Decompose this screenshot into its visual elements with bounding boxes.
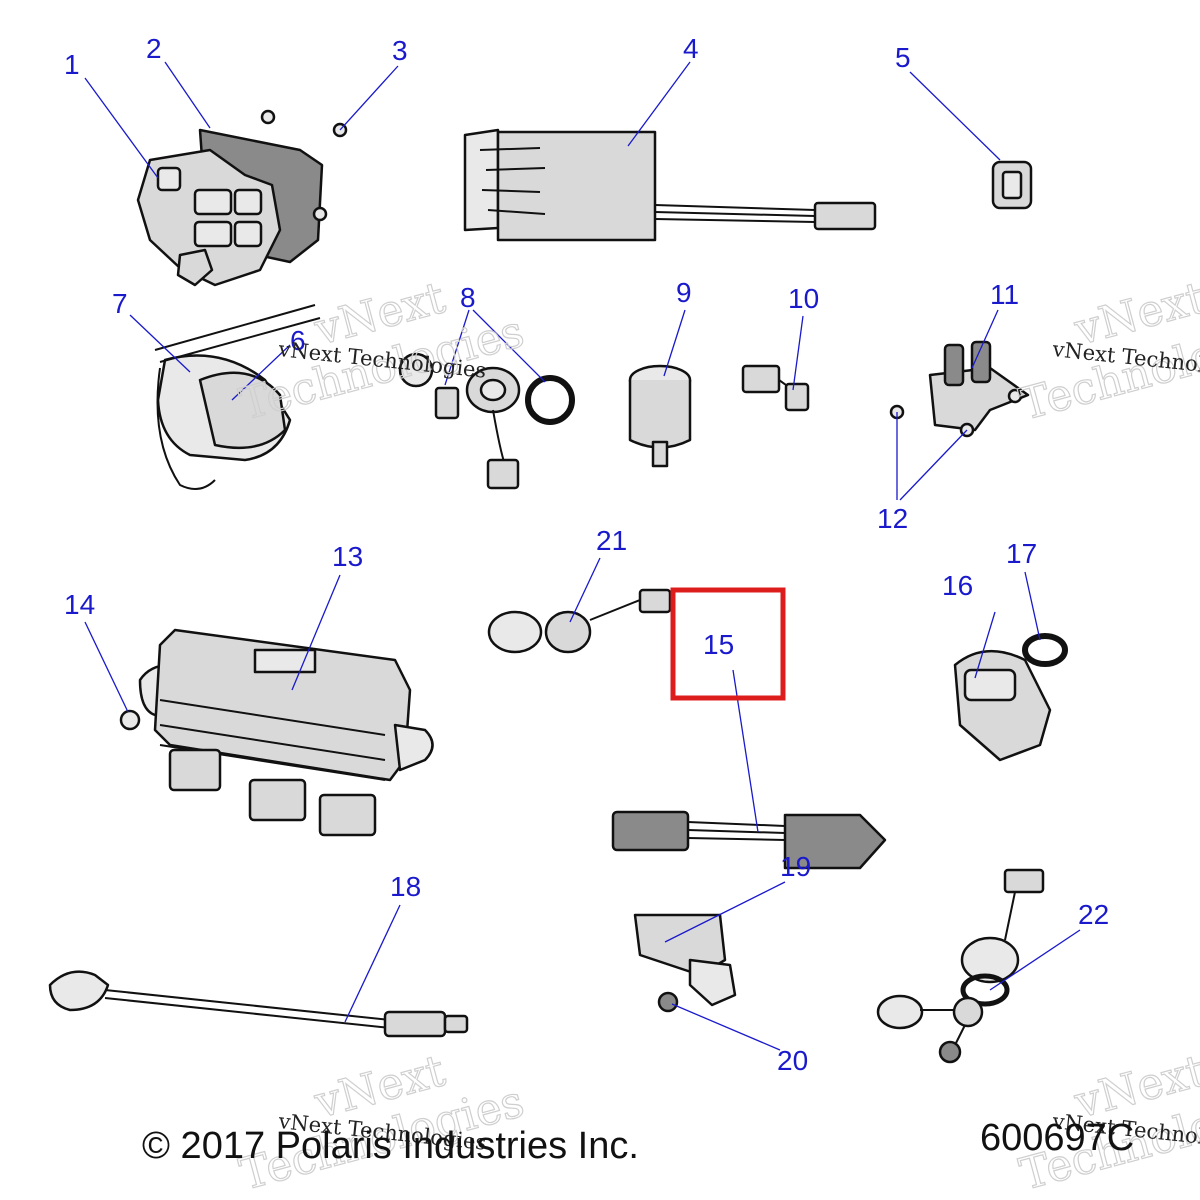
diagram-number: 600697C: [980, 1117, 1134, 1159]
callout-19[interactable]: 19: [780, 851, 811, 882]
callout-14[interactable]: 14: [64, 589, 95, 620]
part-control-module: [463, 128, 877, 242]
callout-15[interactable]: 15: [703, 629, 734, 660]
callout-20[interactable]: 20: [777, 1045, 808, 1076]
part-sensor-connector: [741, 364, 810, 412]
callout-21[interactable]: 21: [596, 525, 627, 556]
part-bracket-sensor: [633, 913, 737, 1013]
callout-17[interactable]: 17: [1006, 538, 1037, 569]
part-harness-15: [611, 810, 887, 870]
callout-8[interactable]: 8: [460, 282, 476, 313]
callout-5[interactable]: 5: [895, 42, 911, 73]
part-lamp-assembly: [154, 304, 321, 490]
part-grommet-harness: [876, 868, 1045, 1064]
callout-labels: 1 2 3 4 5 6 7 8 9 10 11 12 13 14 15 16 1…: [64, 33, 1109, 1076]
callout-12[interactable]: 12: [877, 503, 908, 534]
callout-1[interactable]: 1: [64, 49, 80, 80]
part-grommet: [991, 160, 1033, 210]
highlight-box-15: [670, 587, 786, 701]
callout-13[interactable]: 13: [332, 541, 363, 572]
part-ecu: [119, 628, 434, 837]
callout-18[interactable]: 18: [390, 871, 421, 902]
callout-3[interactable]: 3: [392, 35, 408, 66]
callout-6[interactable]: 6: [290, 325, 306, 356]
callout-16[interactable]: 16: [942, 570, 973, 601]
part-switch-housing: [136, 109, 348, 287]
callout-11[interactable]: 11: [990, 279, 1019, 310]
callout-7[interactable]: 7: [112, 288, 128, 319]
callout-22[interactable]: 22: [1078, 899, 1109, 930]
part-key-switch: [953, 633, 1068, 762]
part-probe-sensor: [48, 970, 469, 1038]
part-ignition-switch: [398, 352, 575, 490]
callout-2[interactable]: 2: [146, 33, 162, 64]
callout-10[interactable]: 10: [788, 283, 819, 314]
callout-9[interactable]: 9: [676, 277, 692, 308]
part-power-socket: [628, 364, 692, 468]
copyright-text: © 2017 Polaris Industries Inc.: [142, 1125, 639, 1167]
callout-4[interactable]: 4: [683, 33, 699, 64]
part-relay: [889, 340, 1030, 438]
part-temperature-sensor: [487, 588, 672, 654]
